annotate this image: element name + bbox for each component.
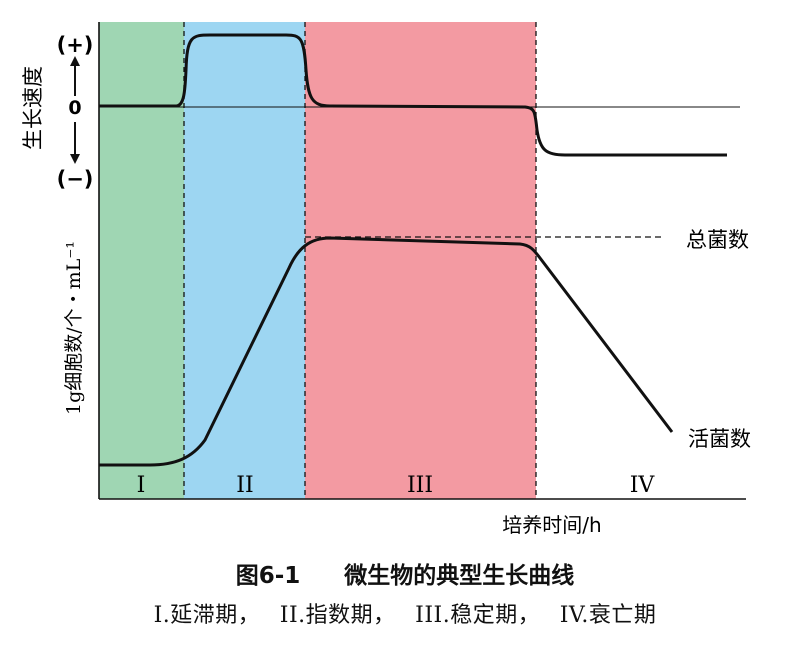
plus-sign-label: (+) xyxy=(57,33,94,57)
figure-title: 微生物的典型生长曲线 xyxy=(344,563,575,589)
phase-band-exponential xyxy=(184,22,305,499)
phase-band-lag xyxy=(99,22,184,499)
viable-count-curve xyxy=(99,236,674,467)
growth-rate-axis-label: 生长速度 xyxy=(21,66,45,150)
minus-sign-label: (−) xyxy=(57,167,94,191)
viable-count-label: 活菌数 xyxy=(688,427,751,451)
legend-item-stationary: III.稳定期， xyxy=(415,603,541,628)
phase-legend: I.延滞期， II.指数期， III.稳定期， IV.衰亡期 xyxy=(0,597,810,629)
phase-band-decline xyxy=(536,22,746,499)
legend-item-lag: I.延滞期， xyxy=(153,603,261,628)
zero-label: 0 xyxy=(68,97,81,119)
arrow-up-icon xyxy=(70,56,80,96)
arrow-down-icon xyxy=(70,122,80,164)
growth-rate-curve xyxy=(99,33,727,157)
cell-count-axis-label: 1g细胞数/个・mL⁻¹ xyxy=(63,241,85,415)
phase-marker: III xyxy=(407,473,433,498)
legend-item-exponential: II.指数期， xyxy=(279,603,396,628)
legend-item-decline: IV.衰亡期 xyxy=(559,603,657,628)
phase-band-stationary xyxy=(305,22,536,499)
phase-marker: I xyxy=(137,473,146,498)
phase-marker: II xyxy=(236,473,253,498)
total-count-label: 总菌数 xyxy=(686,228,749,252)
x-axis-label: 培养时间/h xyxy=(502,513,601,537)
phase-marker: IV xyxy=(630,473,656,498)
figure-number: 图6-1 xyxy=(235,563,301,589)
figure-caption: 图6-1 微生物的典型生长曲线 xyxy=(0,556,810,590)
